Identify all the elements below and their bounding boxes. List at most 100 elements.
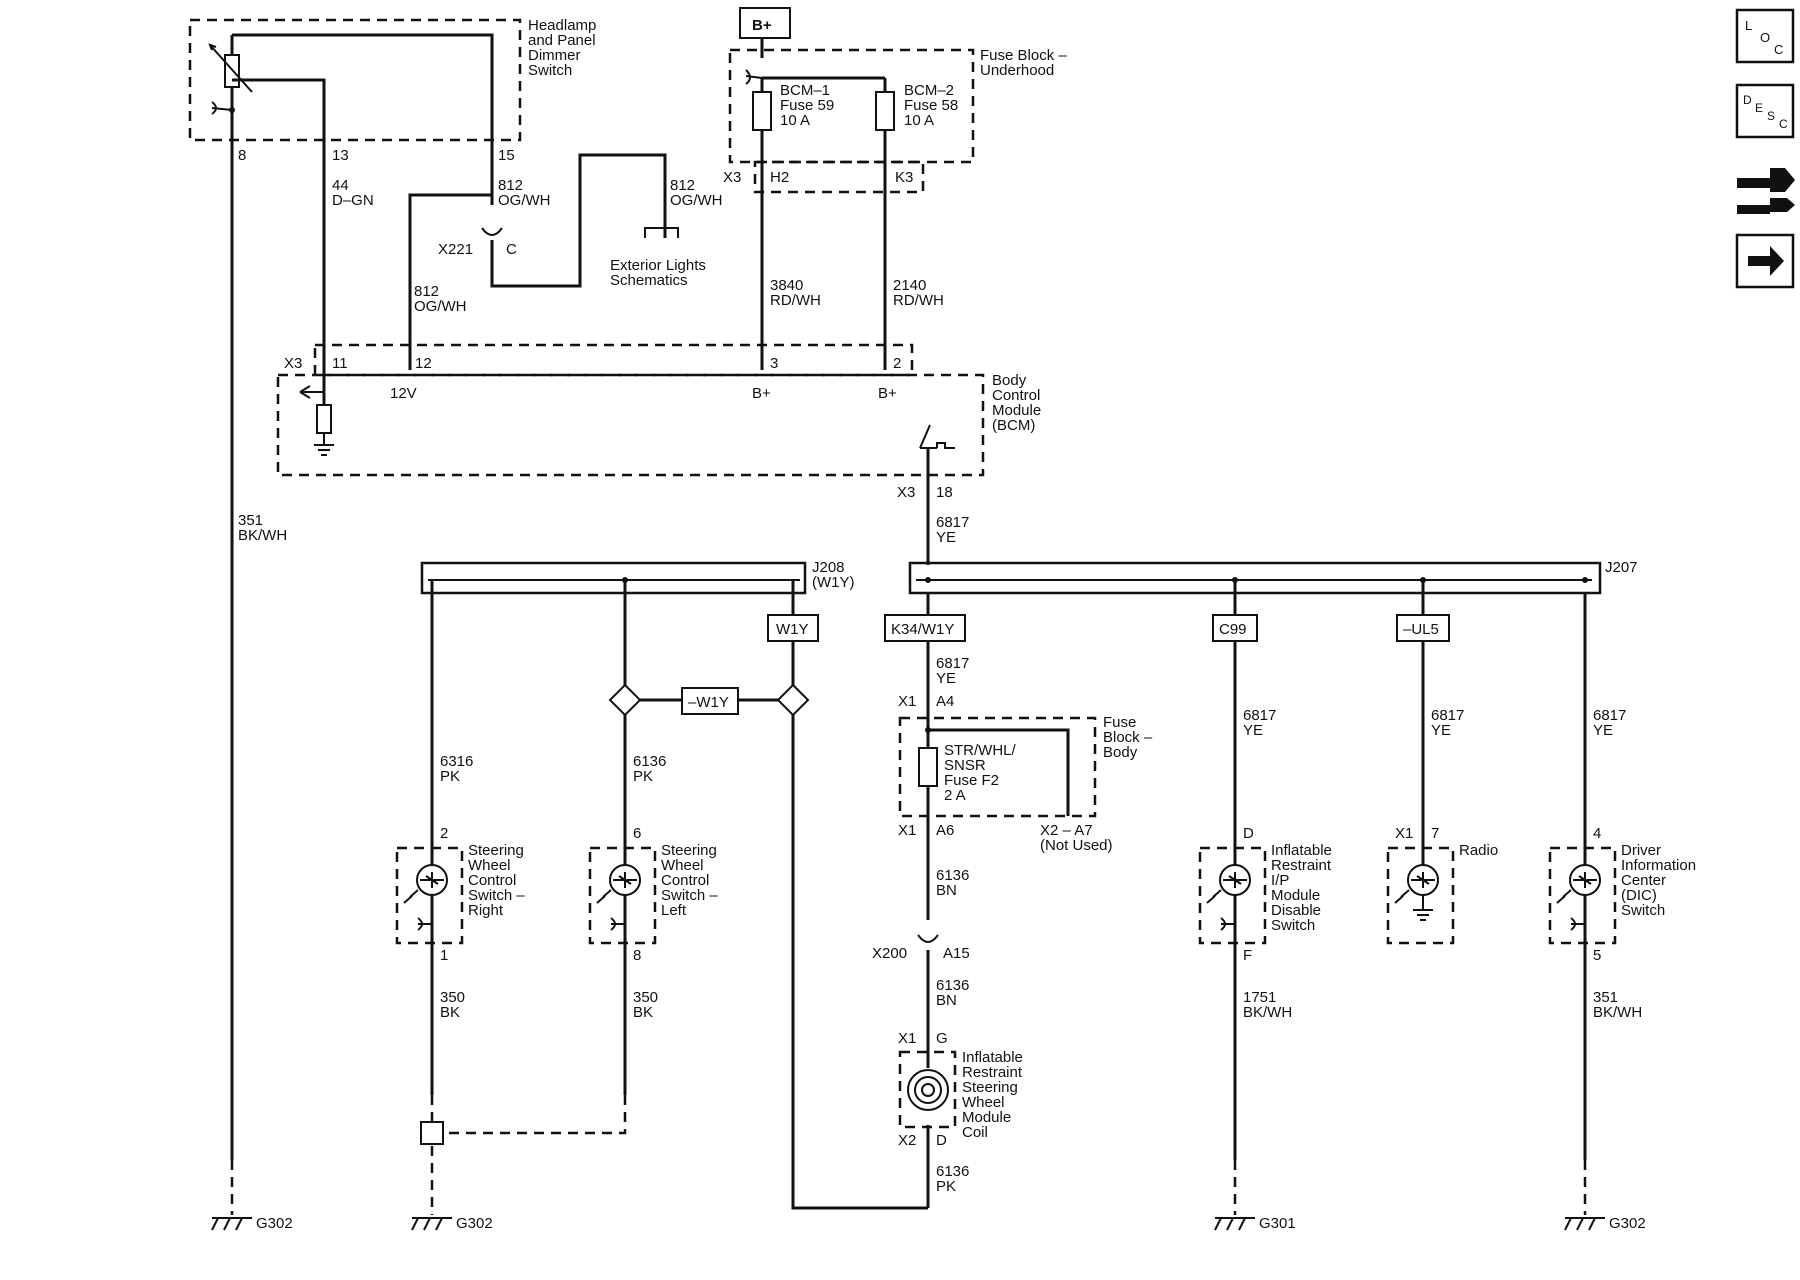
- option-k34: K34/W1Y: [891, 621, 954, 638]
- svg-text:L: L: [1745, 18, 1752, 33]
- x221-label: X221: [438, 241, 473, 258]
- ground-g302-c: [1564, 1217, 1605, 1231]
- bcm-bplus-2: B+: [878, 385, 897, 402]
- wire-812-to-exterior: [490, 153, 667, 288]
- bcm1-fuse-icon: [752, 91, 772, 131]
- swc-left-contact-icon: [610, 917, 625, 931]
- battery-positive-label: B+: [752, 17, 772, 34]
- clockspring-icon: [907, 1069, 949, 1111]
- dimmer-contact-icon: [211, 101, 233, 115]
- radio-led-rays: [1394, 889, 1410, 904]
- str-whl-fuse-icon: [918, 747, 938, 787]
- j207-label: J207: [1605, 559, 1638, 576]
- svg-text:S: S: [1767, 109, 1775, 123]
- pin-a15: A15: [943, 945, 970, 962]
- option-splice-diamond-left: [608, 683, 642, 717]
- ip-pin-bottom: F: [1243, 947, 1252, 964]
- pin-h2: H2: [770, 169, 789, 186]
- ip-disable-contact-icon: [1220, 917, 1235, 931]
- dimmer-switch-box: [188, 18, 522, 142]
- option-w1y: W1Y: [776, 621, 809, 638]
- clockspring-inner-1: [914, 1076, 942, 1104]
- bcm-output-switch-icon: [919, 424, 955, 449]
- fuse-block-body-box: [898, 716, 1097, 818]
- next-arrow-icon[interactable]: [1735, 233, 1795, 289]
- radio-label: Radio: [1459, 842, 1498, 859]
- option-c99: C99: [1219, 621, 1247, 638]
- fuse-bus-contact-icon: [745, 69, 763, 85]
- bcm-12v: 12V: [390, 385, 417, 402]
- dic-pin-bottom: 5: [1593, 947, 1601, 964]
- swc-right-box: [395, 846, 464, 945]
- rheostat-arrow: [209, 44, 253, 93]
- bcm-resistor-icon: [316, 404, 332, 434]
- pin-a6: A6: [936, 822, 954, 839]
- dimmer-wiper: [230, 78, 326, 360]
- bcm-pin-12: 12: [415, 355, 432, 372]
- bcm-bplus-1: B+: [752, 385, 771, 402]
- svg-text:E: E: [1755, 101, 1763, 115]
- swc-right-led-rays: [403, 889, 419, 904]
- swc-left-box: [588, 846, 657, 945]
- swc-left-ground-dash: [444, 1095, 627, 1135]
- bcm-ground-icon: [314, 433, 334, 456]
- exterior-lights-ref: [644, 227, 679, 238]
- dimmer-wire-top: [232, 33, 494, 205]
- j208-label: J208(W1Y): [812, 559, 855, 591]
- fuse-block-underhood-box: [728, 48, 975, 164]
- bcm-x3-connector: [313, 343, 914, 377]
- not-used-label: X2 – A7(Not Used): [1040, 822, 1113, 854]
- swc-right-pin-bottom: 1: [440, 947, 448, 964]
- option-k34-box: [884, 614, 966, 642]
- x221-connector-icon: [481, 227, 503, 236]
- ip-disable-led-rays: [1206, 889, 1222, 904]
- swc-right-contact-icon: [417, 917, 432, 931]
- swc-right-lamp-filament: [420, 872, 444, 888]
- ip-pin-top: D: [1243, 825, 1254, 842]
- option-w1y-box: [767, 614, 819, 642]
- bcm-pin-3: 3: [770, 355, 778, 372]
- radio-x1: X1: [1395, 825, 1413, 842]
- pin-d: D: [936, 1132, 947, 1149]
- swc-right-pin-top: 2: [440, 825, 448, 842]
- svg-text:D: D: [1743, 93, 1752, 107]
- desc-icon[interactable]: D E S C: [1735, 83, 1795, 139]
- pin-a4: A4: [936, 693, 954, 710]
- ip-disable-box: [1198, 846, 1267, 945]
- option-ul5: –UL5: [1403, 621, 1439, 638]
- connector-icon[interactable]: [1737, 168, 1795, 214]
- x3-connector-underhood: [753, 160, 925, 194]
- ground-g302-a-label: G302: [256, 1215, 293, 1232]
- bcm2-fuse-icon: [875, 91, 895, 131]
- radio-pin: 7: [1431, 825, 1439, 842]
- wire-6136-pk-return: [791, 715, 928, 1210]
- loc-icon[interactable]: L O C: [1735, 8, 1795, 64]
- x2-d-label: X2: [898, 1132, 916, 1149]
- dic-led-rays: [1556, 889, 1572, 904]
- rheostat-arrow-head: [208, 43, 217, 51]
- ground-splice-square: [420, 1121, 444, 1145]
- fuse-body-node: [925, 727, 931, 733]
- ground-g301: [1214, 1217, 1255, 1231]
